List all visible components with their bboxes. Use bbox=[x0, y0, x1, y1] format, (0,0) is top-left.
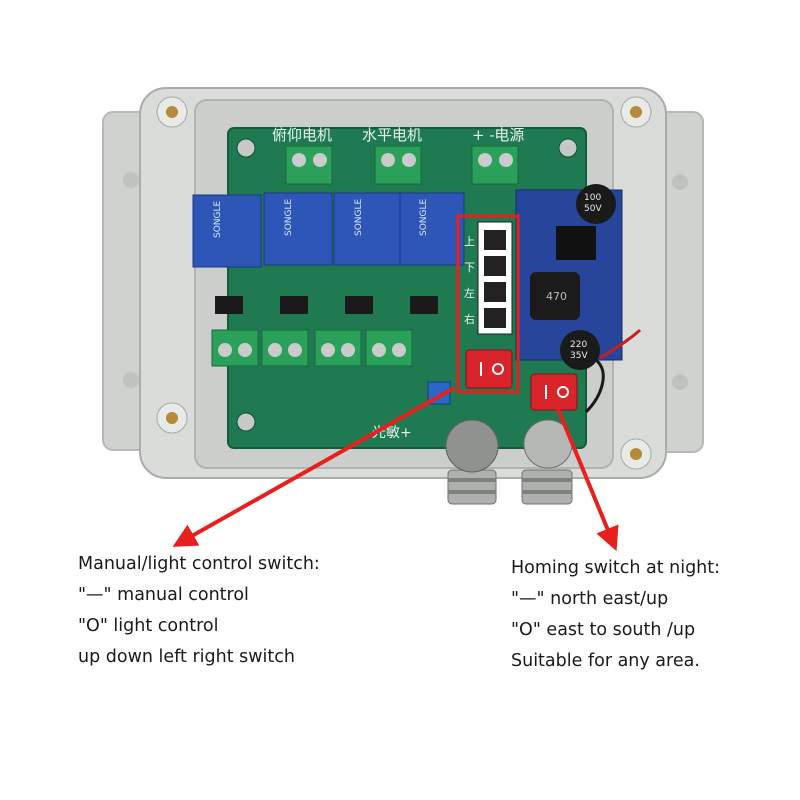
caption-line: up down left right switch bbox=[78, 647, 295, 667]
svg-text:SONGLE: SONGLE bbox=[284, 198, 294, 236]
left-button bbox=[484, 282, 506, 302]
caption-line: "O" east to south /up bbox=[511, 620, 696, 640]
svg-text:470: 470 bbox=[546, 290, 567, 303]
caption-title: Homing switch at night: bbox=[511, 558, 721, 578]
capacitor-icon bbox=[576, 184, 616, 224]
svg-text:右: 右 bbox=[464, 312, 475, 326]
ic-chip bbox=[410, 296, 438, 314]
relay-1: SONGLE bbox=[192, 194, 262, 268]
caption-line: "—" north east/up bbox=[511, 589, 669, 609]
pcb-label-horizontal-motor: 水平电机 bbox=[362, 126, 422, 144]
terminal-block-horizontal bbox=[374, 145, 422, 185]
ic-chip bbox=[280, 296, 308, 314]
caption-title: Manual/light control switch: bbox=[78, 554, 320, 574]
capacitor-icon bbox=[560, 330, 600, 370]
down-button bbox=[484, 256, 506, 276]
terminal-block-bottom-1 bbox=[211, 329, 259, 367]
svg-text:左: 左 bbox=[464, 287, 475, 300]
relay-2: SONGLE bbox=[263, 192, 333, 266]
pcb-mount-hole-icon bbox=[236, 412, 256, 432]
caption-line: "—" manual control bbox=[78, 585, 249, 605]
homing-switch-caption: Homing switch at night: "—" north east/u… bbox=[511, 553, 720, 677]
inductor-icon bbox=[530, 272, 580, 320]
pcb-label-power: + -电源 bbox=[472, 126, 524, 144]
terminal-block-power bbox=[471, 145, 519, 185]
svg-text:上: 上 bbox=[464, 235, 475, 248]
cable-glands bbox=[445, 419, 573, 505]
direction-buttons: 上 下 左 右 bbox=[464, 221, 513, 335]
svg-text:35V: 35V bbox=[570, 351, 588, 361]
svg-text:下: 下 bbox=[464, 261, 475, 274]
svg-text:SONGLE: SONGLE bbox=[354, 198, 364, 236]
pcb-mount-hole-icon bbox=[236, 138, 256, 158]
terminal-block-bottom-3 bbox=[314, 329, 362, 367]
right-button bbox=[484, 308, 506, 328]
circuit-board: 俯仰电机 水平电机 + -电源 SONGLE SONGLE SONGLE bbox=[192, 126, 642, 449]
arrow-to-manual-switch bbox=[172, 386, 455, 547]
terminal-block-bottom-4 bbox=[365, 329, 413, 367]
svg-text:100: 100 bbox=[584, 193, 601, 203]
ic-chip bbox=[215, 296, 243, 314]
manual-switch-caption: Manual/light control switch: "—" manual … bbox=[78, 549, 320, 673]
pcb-label-pitch-motor: 俯仰电机 bbox=[272, 126, 332, 144]
highlight-box bbox=[456, 214, 520, 394]
pcb-mount-hole-icon bbox=[558, 138, 578, 158]
caption-line: Suitable for any area. bbox=[511, 651, 700, 671]
svg-text:SONGLE: SONGLE bbox=[213, 200, 223, 238]
svg-text:SONGLE: SONGLE bbox=[419, 198, 429, 236]
ic-chip bbox=[345, 296, 373, 314]
buck-converter-module: 100 50V 470 220 35V bbox=[515, 184, 623, 370]
svg-text:220: 220 bbox=[570, 340, 587, 350]
manual-light-rocker-switch bbox=[465, 349, 513, 389]
up-button bbox=[484, 230, 506, 250]
caption-line: "O" light control bbox=[78, 616, 219, 636]
relay-3: SONGLE bbox=[333, 192, 401, 266]
terminal-block-bottom-2 bbox=[261, 329, 309, 367]
svg-text:50V: 50V bbox=[584, 204, 602, 214]
arrow-to-homing-switch bbox=[554, 403, 619, 552]
terminal-block-pitch bbox=[285, 145, 333, 185]
homing-rocker-switch bbox=[530, 373, 578, 411]
relay-4: SONGLE bbox=[399, 192, 465, 266]
